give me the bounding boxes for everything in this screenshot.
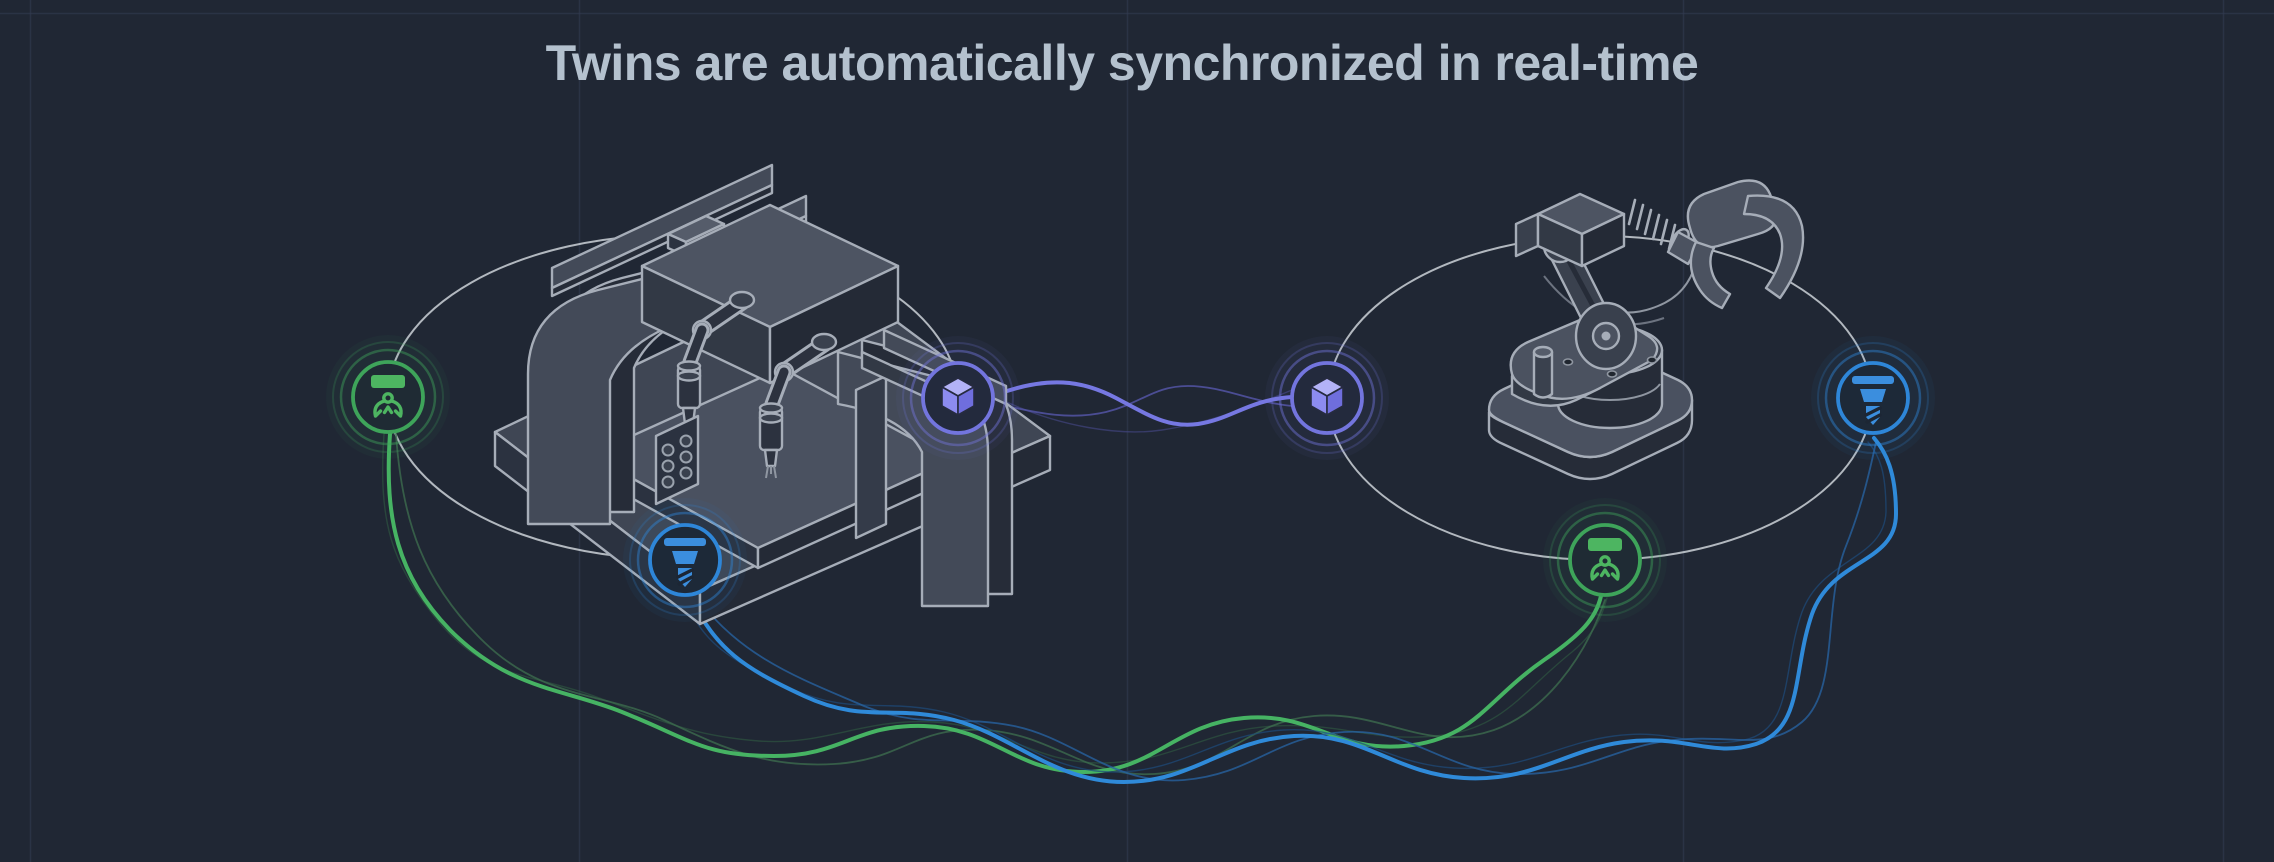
cube-icon (1310, 377, 1344, 416)
drill-sync-link (683, 436, 1899, 785)
right-orbit-drill-node (1811, 336, 1935, 460)
right-orbit-cube-node (1265, 336, 1389, 460)
spring-coil (1627, 198, 1677, 251)
left-orbit-drill-node (623, 498, 747, 622)
cube-sync-link (996, 380, 1294, 433)
gripper-icon (1588, 538, 1622, 581)
drill-icon (1852, 376, 1894, 425)
right-orbit-gripper-node (1543, 498, 1667, 622)
robot-arm-illustration (1487, 179, 1805, 481)
drill-icon (664, 538, 706, 587)
cube-icon (941, 377, 975, 416)
tool-arm (676, 290, 756, 437)
page-title: Twins are automatically synchronized in … (545, 35, 1699, 91)
tool-arm (758, 332, 838, 479)
sync-connections (381, 380, 1899, 785)
gripper-icon (371, 375, 405, 418)
control-panel (654, 414, 700, 506)
left-orbit-cube-node (896, 336, 1020, 460)
left-orbit-gripper-node (326, 335, 450, 459)
status-nodes (326, 335, 1935, 622)
